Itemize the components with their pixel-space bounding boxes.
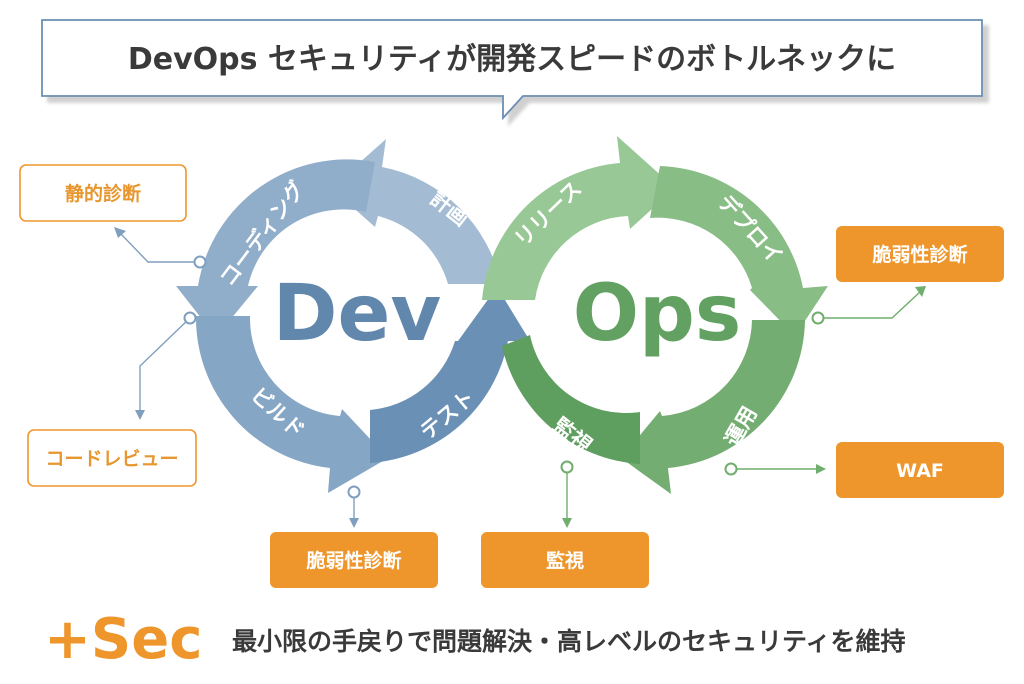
dev-label: Dev [273, 269, 442, 359]
ops-segment-release [482, 136, 675, 300]
title: DevOps セキュリティが開発スピードのボトルネックに [128, 42, 896, 77]
dev-segment-build [195, 316, 388, 493]
dev-segment-coding [176, 159, 375, 337]
dev-segment-plan [331, 139, 501, 284]
box-monitoring: 監視 [481, 532, 649, 588]
tagline: 最小限の手戻りで問題解決・高レベルのセキュリティを維持 [232, 627, 906, 656]
title-bubble: DevOps セキュリティが開発スピードのボトルネックに [41, 19, 983, 121]
dev-segment-test [370, 287, 530, 463]
box-code-review: コードレビュー [27, 429, 197, 487]
connector-vuln-deploy [818, 291, 921, 319]
box-vuln-scan-build-label: 脆弱性診断 [305, 549, 401, 572]
box-static-analysis: 静的診断 [19, 164, 187, 222]
ops-segment-deploy [650, 166, 828, 336]
ops-loop [482, 136, 828, 494]
connector-code-review [139, 317, 191, 412]
ops-segment-monitor [502, 335, 640, 464]
box-waf: WAF [836, 442, 1004, 498]
connector-static-analysis [119, 232, 200, 263]
box-monitoring-label: 監視 [546, 549, 584, 572]
box-waf-label: WAF [896, 460, 944, 482]
box-vuln-scan-deploy: 脆弱性診断 [836, 226, 1004, 282]
box-vuln-scan-deploy-label: 脆弱性診断 [871, 243, 967, 266]
connectors [114, 227, 359, 528]
box-code-review-label: コードレビュー [45, 448, 178, 470]
dev-loop [176, 139, 530, 493]
connector-dots [183, 255, 825, 499]
brand-logo: +Sec [44, 607, 202, 672]
ops-segment-operate [621, 320, 805, 494]
ops-label: Ops [573, 269, 742, 359]
box-static-analysis-label: 静的診断 [65, 182, 141, 205]
box-vuln-scan-build: 脆弱性診断 [270, 532, 438, 588]
